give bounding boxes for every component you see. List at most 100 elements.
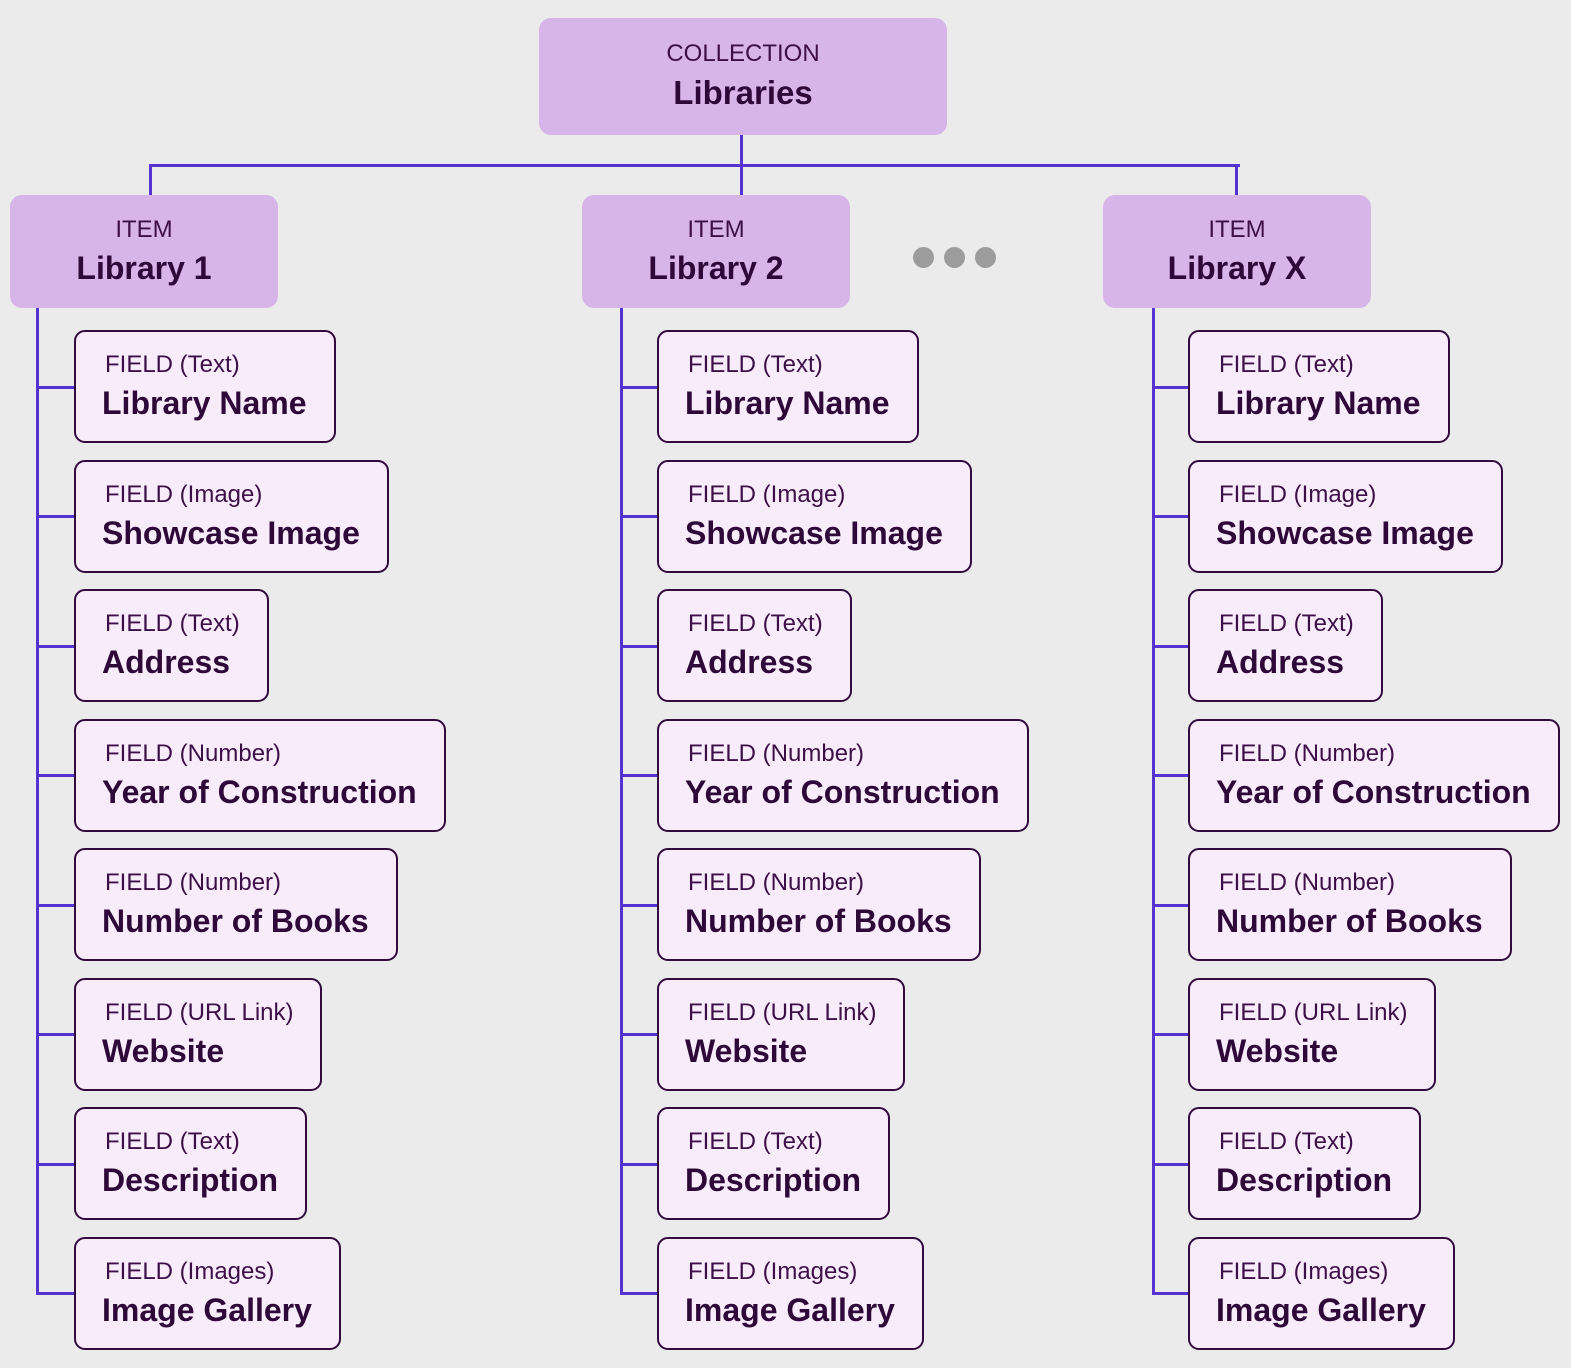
field-node-showcase-image: FIELD (Image)Showcase Image [74,460,389,573]
connector-spine [620,308,623,1295]
field-node-description: FIELD (Text)Description [74,1107,308,1220]
connector-spine [1152,308,1155,1295]
item-name: Library 1 [76,249,212,286]
field-name: Website [685,1032,808,1069]
field-name: Image Gallery [102,1291,312,1328]
field-node-website: FIELD (URL Link) Website [74,978,323,1091]
connector-stub [620,774,657,777]
field-type-label: FIELD (Text) [1219,350,1354,378]
field-node-year-of-construction: FIELD (Number) Year of Construction [1188,719,1560,832]
field-name: Description [1216,1161,1393,1198]
field-node-image-gallery: FIELD (Images)Image Gallery [657,1237,924,1350]
field-type-label: FIELD (Text) [1219,609,1354,637]
connector-stub [1152,904,1188,907]
field-type-label: FIELD (Text) [105,350,240,378]
field-type-label: FIELD (Number) [1219,868,1396,896]
connector-item-drop [1235,164,1238,195]
connector-stub [1152,1163,1188,1166]
ellipsis-dot [944,247,965,268]
connector-spine [36,308,39,1295]
connector-stub [620,1163,657,1166]
field-node-website: FIELD (URL Link) Website [657,978,906,1091]
connector-stub [620,1292,657,1295]
field-name: Address [685,643,814,680]
item-node-library-2: ITEM Library 2 [582,195,850,308]
connector-stub [1152,774,1188,777]
field-name: Address [1216,643,1345,680]
field-name: Showcase Image [102,514,360,551]
field-type-label: FIELD (Number) [105,739,282,767]
field-type-label: FIELD (Images) [105,1257,275,1285]
field-node-year-of-construction: FIELD (Number) Year of Construction [657,719,1029,832]
field-name: Library Name [1216,384,1421,421]
field-type-label: FIELD (Text) [105,1127,240,1155]
field-type-label: FIELD (Number) [688,739,865,767]
field-type-label: FIELD (Images) [1219,1257,1389,1285]
connector-collection-drop [740,135,743,167]
field-name: Number of Books [685,902,952,939]
field-node-showcase-image: FIELD (Image)Showcase Image [657,460,972,573]
field-type-label: FIELD (Text) [688,1127,823,1155]
field-node-description: FIELD (Text) Description [657,1107,891,1220]
connector-stub [36,1163,74,1166]
field-name: Image Gallery [1216,1291,1426,1328]
connector-stub [36,1292,74,1295]
field-type-label: FIELD (Number) [1219,739,1396,767]
field-name: Address [102,643,231,680]
field-type-label: FIELD (URL Link) [105,998,294,1026]
connector-item-drop [149,164,152,195]
connector-stub [620,645,657,648]
item-name: Library 2 [648,249,784,286]
collection-name: Libraries [673,73,813,111]
field-node-website: FIELD (URL Link) Website [1188,978,1437,1091]
connector-stub [36,774,74,777]
field-name: Number of Books [1216,902,1483,939]
field-node-address: FIELD (Text) Address [657,589,852,702]
connector-stub [1152,1033,1188,1036]
connector-stub [620,515,657,518]
connector-stub [1152,1292,1188,1295]
field-node-number-of-books: FIELD (Number)Number of Books [74,848,398,961]
field-node-showcase-image: FIELD (Image)Showcase Image [1188,460,1503,573]
connector-stub [36,386,74,389]
connector-stub [1152,386,1188,389]
field-type-label: FIELD (Number) [688,868,865,896]
connector-trunk [149,164,1240,167]
field-name: Year of Construction [1216,773,1531,810]
field-name: Year of Construction [685,773,1000,810]
collection-type-label: COLLECTION [666,40,820,68]
item-type-label: ITEM [115,215,173,243]
field-node-library-name: FIELD (Text)Library Name [74,330,336,443]
field-name: Year of Construction [102,773,417,810]
field-type-label: FIELD (URL Link) [1219,998,1408,1026]
field-type-label: FIELD (Text) [1219,1127,1354,1155]
connector-item-drop [740,164,743,195]
field-type-label: FIELD (Image) [1219,480,1377,508]
collection-node: COLLECTION Libraries [539,18,947,135]
field-type-label: FIELD (Text) [688,350,823,378]
more-items-ellipsis [913,247,996,268]
connector-stub [36,904,74,907]
connector-stub [620,904,657,907]
item-type-label: ITEM [687,215,745,243]
field-node-description: FIELD (Text) Description [1188,1107,1422,1220]
connector-stub [36,515,74,518]
field-node-year-of-construction: FIELD (Number) Year of Construction [74,719,446,832]
field-node-image-gallery: FIELD (Images) Image Gallery [1188,1237,1455,1350]
field-name: Website [102,1032,225,1069]
field-name: Website [1216,1032,1339,1069]
field-node-number-of-books: FIELD (Number) Number of Books [657,848,981,961]
field-name: Description [685,1161,862,1198]
field-node-address: FIELD (Text)Address [74,589,269,702]
field-type-label: FIELD (URL Link) [688,998,877,1026]
field-name: Showcase Image [685,514,943,551]
connector-stub [1152,645,1188,648]
item-type-label: ITEM [1208,215,1266,243]
field-type-label: FIELD (Number) [105,868,282,896]
field-node-library-name: FIELD (Text) Library Name [1188,330,1450,443]
field-node-library-name: FIELD (Text)Library Name [657,330,919,443]
field-type-label: FIELD (Text) [688,609,823,637]
item-node-library-1: ITEM Library 1 [10,195,278,308]
